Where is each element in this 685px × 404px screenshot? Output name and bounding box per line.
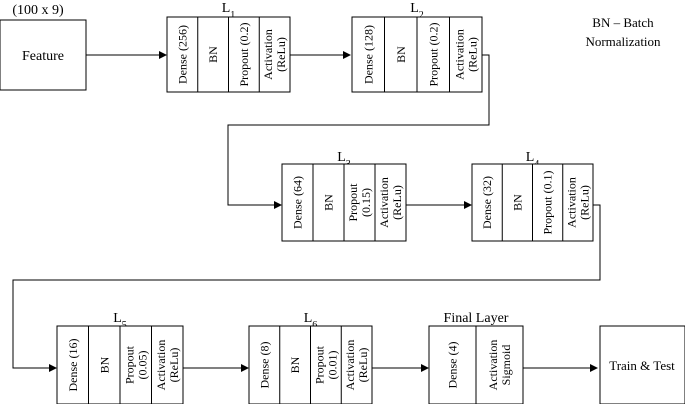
feature-label: Feature <box>22 49 64 64</box>
cell-label-line: Activation <box>377 177 391 228</box>
cell-label-line: Dense (16) <box>66 339 80 392</box>
cell-label: BN <box>206 46 220 63</box>
cell-label-line: BN <box>206 46 220 63</box>
cell-label-line: Dense (8) <box>257 342 271 389</box>
cell-label-line: Propout (0.2) <box>426 23 440 87</box>
cell-label: Propout(0.15) <box>346 183 373 222</box>
cell-label-line: BN <box>510 194 524 211</box>
input-shape-label: (100 x 9) <box>12 3 64 18</box>
layer-title-subscript: 5 <box>122 320 127 331</box>
cell-label-line: Dense (4) <box>446 342 460 389</box>
cell-label-line: (ReLu) <box>390 185 404 220</box>
cell-label-line: (ReLu) <box>577 185 591 220</box>
cell-label: BN <box>394 46 408 63</box>
cell-label: ActivationSigmoid <box>486 340 513 391</box>
cell-label-line: Dense (64) <box>291 176 305 229</box>
train-test-label: Train & Test <box>609 358 675 373</box>
cell-label: BN <box>97 356 111 373</box>
cell-label: Propout(0.05) <box>122 345 149 384</box>
cell-label: Dense (128) <box>361 25 375 84</box>
cell-label-line: Propout (0.1) <box>541 171 555 235</box>
cell-label-line: Activation <box>343 340 357 391</box>
cell-label-line: (ReLu) <box>356 348 370 383</box>
cell-label: BN <box>322 194 336 211</box>
cell-label-line: Activation <box>261 29 275 80</box>
cell-label: Propout (0.1) <box>541 171 555 235</box>
arrow-l2-to-l3 <box>227 54 490 209</box>
layer-title: Final Layer <box>444 311 509 326</box>
cell-label-line: Activation <box>452 29 466 80</box>
cell-label-line: BN <box>322 194 336 211</box>
cell-label-line: BN <box>97 356 111 373</box>
cell-label-line: (0.15) <box>359 188 373 217</box>
cell-label: BN <box>510 194 524 211</box>
cell-label: Dense (64) <box>291 176 305 229</box>
cell-label-line: Propout <box>346 183 360 222</box>
cell-label-line: Propout (0.2) <box>237 23 251 87</box>
cell-label: Activation(ReLu) <box>154 340 181 391</box>
cell-label-line: BN <box>394 46 408 63</box>
cell-label: Activation(ReLu) <box>452 29 479 80</box>
cell-label: Activation(ReLu) <box>377 177 404 228</box>
cell-label-line: Sigmoid <box>499 345 513 386</box>
layer-title-subscript: 2 <box>419 10 424 21</box>
legend-line-1: BN – Batch <box>592 15 654 30</box>
cell-label-line: (0.01) <box>325 351 339 380</box>
layer-title-subscript: 1 <box>230 10 235 21</box>
cell-label-line: Dense (128) <box>361 25 375 84</box>
cell-label: Activation(ReLu) <box>343 340 370 391</box>
cell-label: Dense (256) <box>175 25 189 84</box>
layer-title-subscript: 6 <box>312 320 317 331</box>
cell-label: Dense (16) <box>66 339 80 392</box>
cell-label: Activation(ReLu) <box>564 177 591 228</box>
cell-label-line: Dense (256) <box>175 25 189 84</box>
train-test-box: Train & Test <box>599 325 685 404</box>
connector-arrows <box>12 51 601 372</box>
cell-label-line: Activation <box>486 340 500 391</box>
legend-line-2: Normalization <box>585 34 661 49</box>
arrow-l4-to-l5 <box>12 204 601 372</box>
cell-label: Propout (0.2) <box>426 23 440 87</box>
cell-label-line: (ReLu) <box>465 37 479 72</box>
cell-label: Dense (4) <box>446 342 460 389</box>
cell-label: BN <box>288 356 302 373</box>
cell-label: Dense (8) <box>257 342 271 389</box>
cell-label-line: Dense (32) <box>480 176 494 229</box>
cell-label-line: Activation <box>564 177 578 228</box>
cell-label: Dense (32) <box>480 176 494 229</box>
cell-label-line: (ReLu) <box>274 37 288 72</box>
cell-label-line: Propout <box>312 345 326 384</box>
cell-label-line: Propout <box>122 345 136 384</box>
cell-label-line: BN <box>288 356 302 373</box>
cell-label: Propout(0.01) <box>312 345 339 384</box>
cell-label-line: (ReLu) <box>167 348 181 383</box>
cell-label-line: (0.05) <box>135 351 149 380</box>
layer-block-3: L3Dense (64)BNPropout(0.15)Activation(Re… <box>281 150 407 242</box>
cell-label: Propout (0.2) <box>237 23 251 87</box>
cell-label: Activation(ReLu) <box>261 29 288 80</box>
feature-box: Feature <box>0 19 87 91</box>
cell-label-line: Activation <box>154 340 168 391</box>
